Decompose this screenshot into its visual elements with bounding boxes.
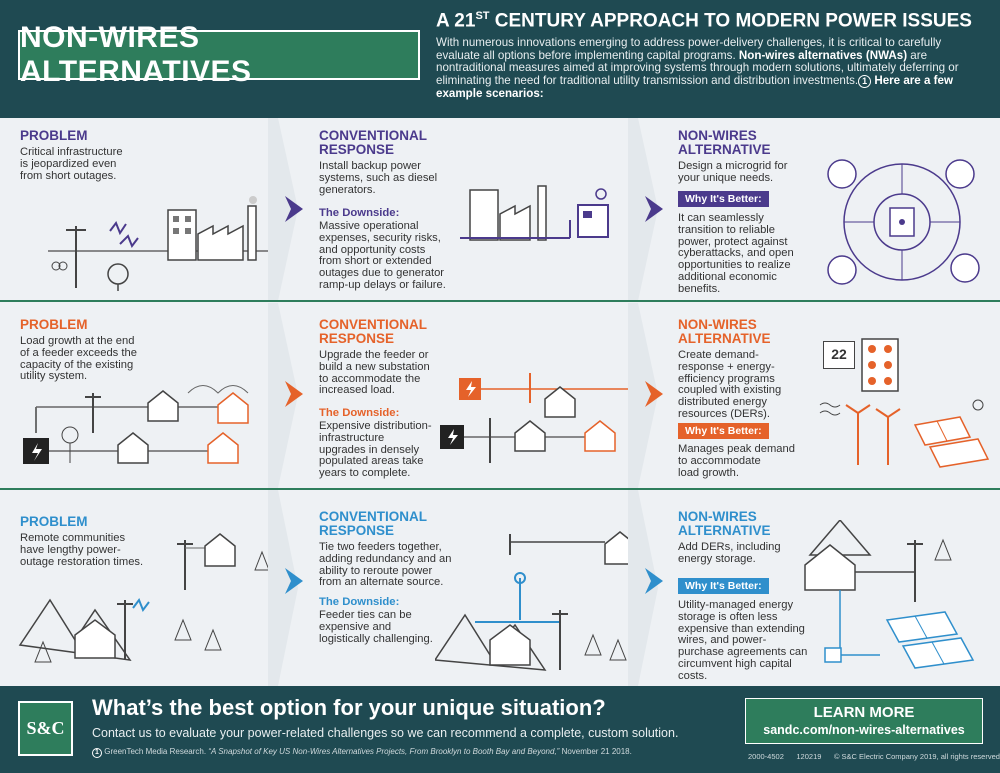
intro-text: With numerous innovations emerging to ad… <box>436 37 988 100</box>
page-title: NON-WIRES ALTERNATIVES <box>20 21 252 88</box>
footer-codes: 2000-4502 120219 © S&C Electric Company … <box>748 752 1000 761</box>
der-illustration <box>819 338 990 468</box>
footnote-date: November 21 2018. <box>559 747 632 756</box>
conventional-text: Tie two feeders together,adding redundan… <box>319 541 452 589</box>
intro-tail: Here are a few example scenarios: <box>436 73 953 100</box>
microgrid-illustration <box>827 159 980 285</box>
row-divider <box>0 488 1000 490</box>
footer-banner: S&C What’s the best option for your uniq… <box>0 686 1000 773</box>
header-banner: NON-WIRES ALTERNATIVES A 21ST CENTURY AP… <box>0 0 1000 118</box>
copyright: © S&C Electric Company 2019, all rights … <box>833 752 1000 761</box>
intro-block: A 21ST CENTURY APPROACH TO MODERN POWER … <box>436 10 988 100</box>
outage-illustration <box>48 196 278 291</box>
date-code: 120219 <box>796 752 822 761</box>
why-better-badge: Why It's Better: <box>678 191 769 207</box>
energy-storage-illustration <box>804 520 975 669</box>
downside-label: The Downside: <box>319 207 400 219</box>
downside-label: The Downside: <box>319 596 400 608</box>
heading-post: CENTURY APPROACH TO MODERN POWER ISSUES <box>489 10 972 32</box>
chevron-arrow <box>628 303 658 488</box>
downside-label: The Downside: <box>319 407 400 419</box>
feeder-tie-illustration <box>435 531 635 671</box>
backup-generator-illustration <box>460 185 609 241</box>
chevron-arrow <box>268 118 298 301</box>
footnote-source: GreenTech Media Research. <box>104 747 209 756</box>
intro-part-1: With numerous innovations emerging to ad… <box>436 36 942 62</box>
orange-arrow-icon <box>285 381 303 407</box>
remote-community-illustration <box>18 533 270 663</box>
footnote-number: 1 <box>92 748 102 758</box>
learn-more-url[interactable]: sandc.com/non-wires-alternatives <box>763 723 965 737</box>
footnote-marker: 1 <box>858 74 872 88</box>
problem-label: PROBLEM <box>20 514 88 529</box>
problem-label: PROBLEM <box>20 128 88 143</box>
chevron-arrow <box>628 118 658 301</box>
row-divider <box>0 300 1000 302</box>
substation-illustration <box>440 373 631 463</box>
purple-arrow-icon <box>285 196 303 222</box>
footer-question: What’s the best option for your unique s… <box>92 695 606 720</box>
chevron-arrow <box>268 490 298 686</box>
learn-more-button[interactable]: LEARN MORE sandc.com/non-wires-alternati… <box>745 698 983 744</box>
footnote-title: “A Snapshot of Key US Non-Wires Alternat… <box>208 747 560 756</box>
why-better-badge: Why It's Better: <box>678 578 769 594</box>
load-growth-illustration <box>23 385 249 464</box>
learn-more-label: LEARN MORE <box>813 704 915 721</box>
purple-arrow-icon <box>645 196 663 222</box>
orange-arrow-icon <box>645 381 663 407</box>
why-better-badge: Why It's Better: <box>678 423 769 439</box>
intro-heading: A 21ST CENTURY APPROACH TO MODERN POWER … <box>436 10 988 32</box>
footnote: 1 GreenTech Media Research. “A Snapshot … <box>92 747 632 758</box>
title-box: NON-WIRES ALTERNATIVES <box>18 21 420 88</box>
nwa-text: Create demand-response + energy-efficien… <box>678 349 782 420</box>
blue-arrow-icon <box>285 568 303 594</box>
footer-contact-text: Contact us to evaluate your power-relate… <box>92 726 679 740</box>
intro-bold: Non-wires alternatives (NWAs) <box>738 48 908 62</box>
intro-part-2: are nontraditional measures aimed at imp… <box>436 48 959 87</box>
thermostat-display: 22 <box>823 341 855 369</box>
chevron-arrow <box>268 303 298 488</box>
heading-sup: ST <box>475 10 490 22</box>
logo-text: S&C <box>26 718 65 738</box>
doc-code: 2000-4502 <box>748 752 784 761</box>
blue-arrow-icon <box>645 568 663 594</box>
problem-label: PROBLEM <box>20 317 88 332</box>
heading-pre: A 21 <box>436 10 476 32</box>
chevron-arrow <box>628 490 658 686</box>
sc-logo: S&C <box>18 701 73 756</box>
